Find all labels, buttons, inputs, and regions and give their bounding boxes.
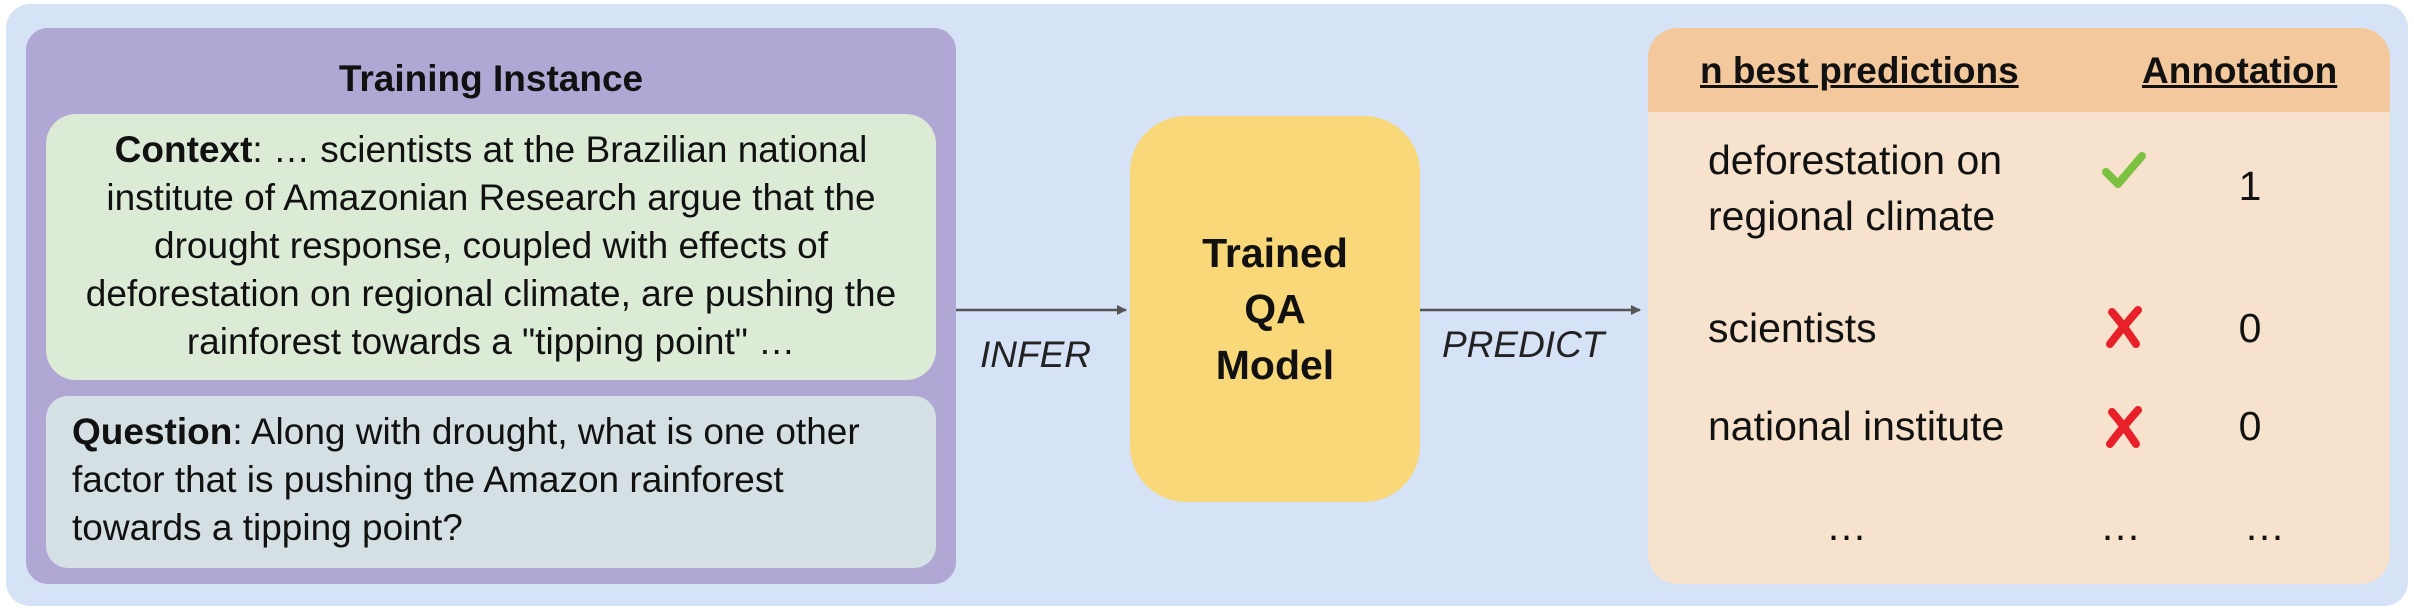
predictions-header: n best predictions Annotation bbox=[1648, 28, 2390, 112]
cross-icon bbox=[2106, 306, 2142, 348]
prediction-row-1-line-1: deforestation on bbox=[1708, 137, 2003, 183]
question-label: Question bbox=[72, 411, 233, 452]
annotation-row-3: 0 bbox=[2238, 403, 2262, 449]
training-instance-panel: Training Instance Context: … scientists … bbox=[26, 28, 956, 584]
question-box: Question: Along with drought, what is on… bbox=[46, 396, 936, 568]
prediction-row-3: national institute bbox=[1708, 403, 2005, 449]
predictions-panel: n best predictions Annotation deforestat… bbox=[1648, 28, 2390, 584]
predict-label: PREDICT bbox=[1442, 324, 1605, 365]
cross-icon bbox=[2106, 406, 2142, 448]
training-instance-title: Training Instance bbox=[338, 58, 644, 99]
header-n-best-predictions: n best predictions bbox=[1700, 50, 2019, 91]
annotation-ellipsis: … bbox=[2244, 503, 2285, 549]
model-line-3: Model bbox=[1215, 342, 1335, 388]
annotation-row-2: 0 bbox=[2238, 305, 2262, 351]
context-label: Context bbox=[114, 129, 253, 170]
prediction-ellipsis: … bbox=[1826, 503, 1867, 549]
annotation-row-1: 1 bbox=[2238, 163, 2262, 209]
context-text: : … scientists at the Brazilian national… bbox=[85, 129, 897, 362]
header-annotation: Annotation bbox=[2142, 50, 2338, 91]
model-label: Trained QA Model bbox=[1202, 225, 1348, 393]
model-line-2: QA bbox=[1244, 286, 1306, 332]
context-box: Context: … scientists at the Brazilian n… bbox=[46, 114, 936, 380]
model-line-1: Trained bbox=[1202, 230, 1348, 276]
question-text: : Along with drought, what is one other … bbox=[72, 411, 860, 548]
check-icon bbox=[2102, 152, 2146, 188]
infer-label: INFER bbox=[980, 334, 1091, 375]
trained-qa-model-box: Trained QA Model bbox=[1130, 116, 1420, 502]
mark-ellipsis: … bbox=[2100, 503, 2141, 549]
prediction-row-2: scientists bbox=[1708, 305, 1877, 351]
prediction-row-1-line-2: regional climate bbox=[1708, 193, 1996, 239]
